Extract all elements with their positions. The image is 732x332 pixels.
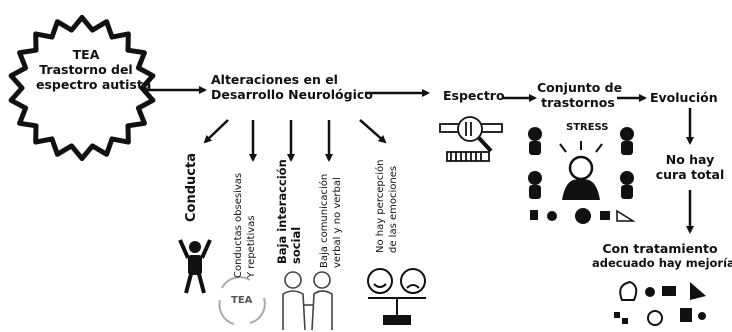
conjunto-line1: Conjunto de (537, 80, 623, 95)
branch-obsesivas-label: Conductas obsesivas Y repetitivas (232, 173, 258, 278)
tea-label: TEA Trastorno del espectro autista (36, 47, 152, 92)
stress-heads-icon (528, 127, 636, 224)
treatment-collage-icon (614, 280, 706, 326)
emotions-scale-icon (367, 268, 426, 325)
tratamiento-label: Con tratamiento adecuado hay mejoría (592, 241, 732, 271)
alteraciones-label: Alteraciones en el Desarrollo Neurológic… (211, 72, 373, 102)
branch-comunicacion-line2: verbal y no verbal (332, 177, 343, 268)
cycle-label: TEA (231, 295, 253, 306)
branch-interaccion-line2: social (289, 226, 303, 264)
branch-obsesivas-line2: Y repetitivas (246, 215, 257, 279)
tea-label-line1: TEA (72, 47, 100, 62)
branch-interaccion-label: Baja interacción social (275, 159, 303, 264)
conducta-person-icon (178, 239, 212, 294)
tratamiento-line2: adecuado hay mejoría (592, 256, 732, 270)
stress-label: STRESS (566, 122, 609, 133)
repetition-cycle-icon (218, 276, 266, 325)
tratamiento-line1: Con tratamiento (602, 241, 718, 256)
tea-label-line3: espectro autista (36, 77, 152, 92)
branch-emociones-label: No hay percepción de las emociones (374, 160, 400, 253)
tea-spiky-circle (8, 14, 156, 162)
branch-obsesivas-line1: Conductas obsesivas (233, 172, 244, 278)
alteraciones-line2: Desarrollo Neurológico (211, 87, 373, 102)
arrow-branch-emociones (359, 119, 387, 144)
evolucion-label: Evolución (650, 90, 718, 105)
branch-emociones-line2: de las emociones (388, 165, 399, 253)
no-cura-label: No hay cura total (650, 152, 730, 182)
spectrum-magnifier-icon (439, 116, 503, 162)
branch-comunicacion-line1: Baja comunicación (319, 173, 330, 268)
tea-label-line2: Trastorno del (39, 62, 133, 77)
branch-emociones-line1: No hay percepción (375, 159, 386, 253)
branch-comunicacion-label: Baja comunicación verbal y no verbal (318, 174, 344, 268)
branch-conducta-label: Conducta (184, 153, 199, 222)
branch-interaccion-line1: Baja interacción (275, 159, 289, 264)
no-cura-line1: No hay (665, 152, 715, 167)
social-interaction-persons-icon (282, 271, 333, 331)
conjunto-line2: trastornos (541, 95, 615, 110)
espectro-label: Espectro (443, 88, 505, 103)
conjunto-label: Conjunto de trastornos (537, 80, 623, 110)
alteraciones-line1: Alteraciones en el (211, 72, 338, 87)
no-cura-line2: cura total (655, 167, 725, 182)
arrow-branch-conducta (203, 119, 229, 144)
